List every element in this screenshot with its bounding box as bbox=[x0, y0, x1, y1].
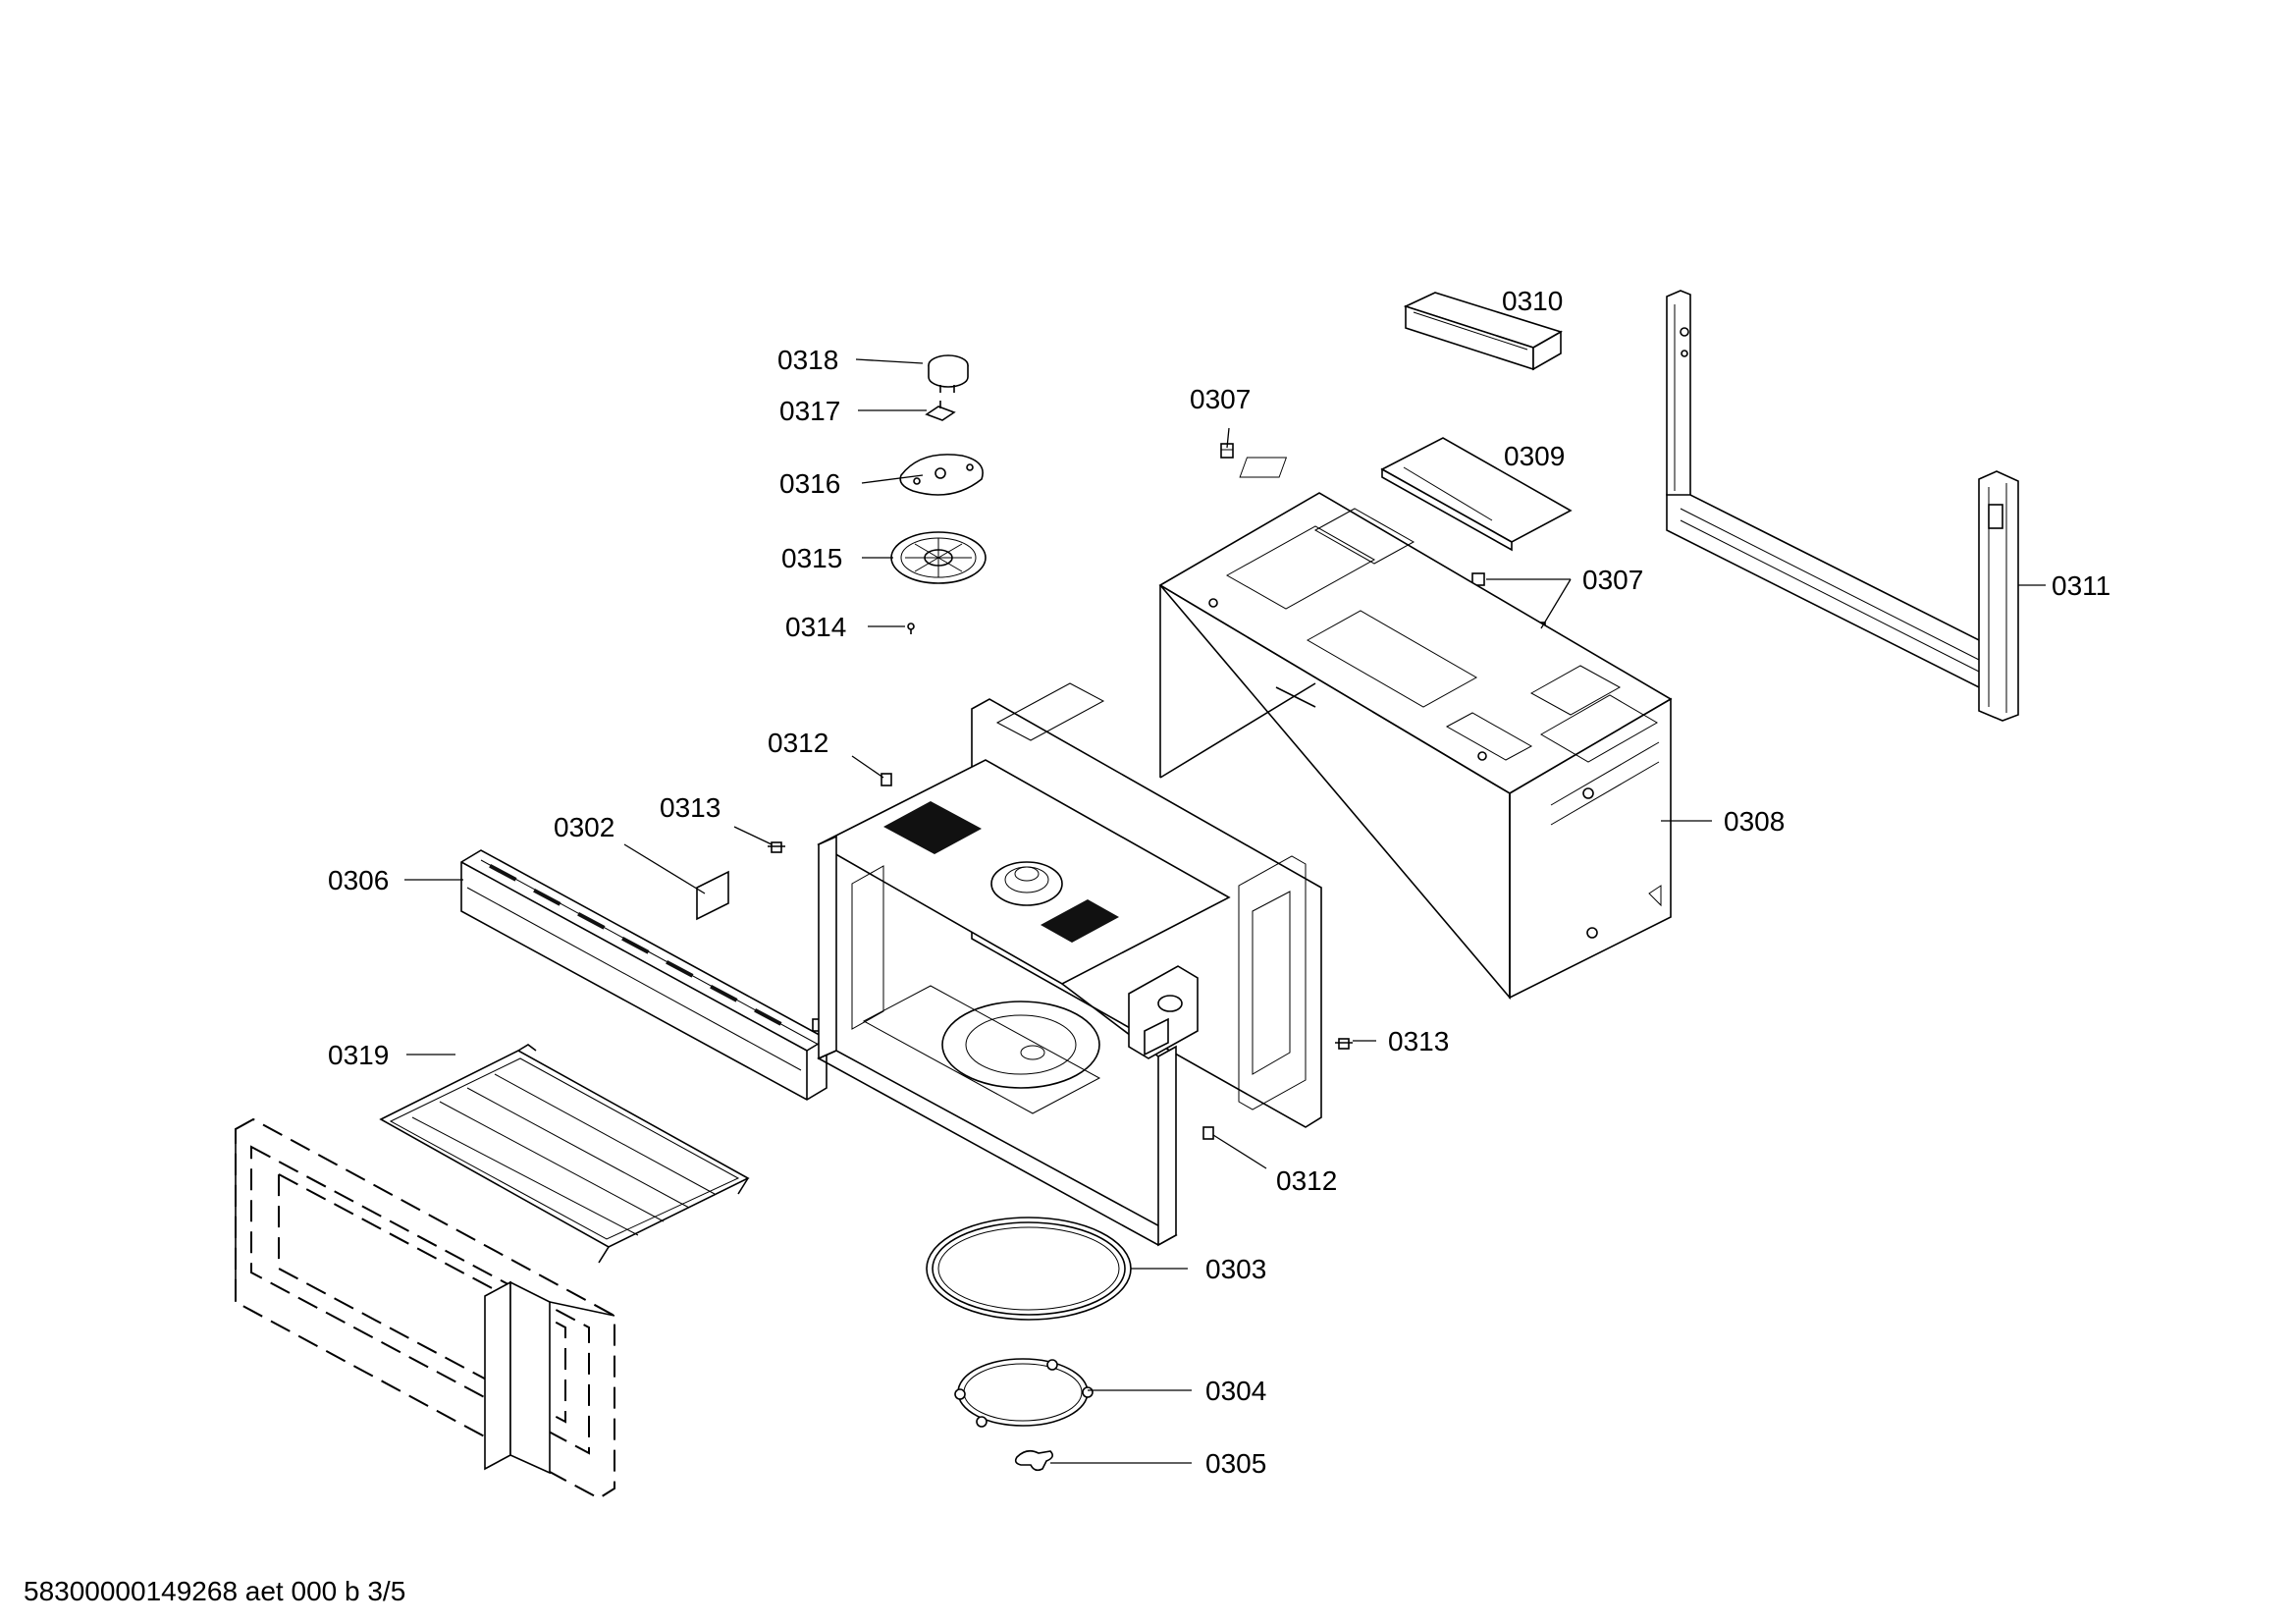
label-0302: 0302 bbox=[554, 812, 614, 842]
label-0317: 0317 bbox=[779, 396, 840, 426]
part-0313-screw-right bbox=[1335, 1038, 1353, 1050]
label-0313-left: 0313 bbox=[660, 792, 721, 823]
part-0303-glass-tray bbox=[926, 1217, 1132, 1321]
label-0315: 0315 bbox=[781, 543, 842, 573]
part-0312-clip-lower bbox=[1202, 1126, 1214, 1140]
part-0309-top-plate bbox=[1239, 437, 1573, 552]
part-0312-clip-upper bbox=[881, 773, 892, 786]
label-0318: 0318 bbox=[777, 345, 838, 375]
part-0310-filter-cover bbox=[1403, 292, 1563, 371]
part-0318-turntable-motor bbox=[928, 354, 969, 393]
part-0302-cover-plate bbox=[696, 870, 729, 921]
part-0311-mounting-bracket bbox=[1666, 290, 2019, 722]
part-0313-screw-left bbox=[768, 841, 785, 853]
part-0304-roller-ring bbox=[954, 1358, 1094, 1428]
label-0309: 0309 bbox=[1504, 441, 1565, 471]
label-0310: 0310 bbox=[1502, 286, 1563, 316]
label-0305: 0305 bbox=[1205, 1448, 1266, 1479]
label-0308: 0308 bbox=[1724, 806, 1785, 837]
label-0307-upper: 0307 bbox=[1190, 384, 1251, 414]
part-0308-outer-wrapper bbox=[1158, 492, 1673, 1001]
label-0303: 0303 bbox=[1205, 1254, 1266, 1284]
part-cavity-assembly bbox=[817, 682, 1322, 1247]
label-0307-lower: 0307 bbox=[1582, 565, 1643, 595]
label-0312-upper: 0312 bbox=[768, 728, 828, 758]
leader-lines bbox=[404, 358, 2046, 1464]
part-0315-stirrer bbox=[890, 531, 987, 584]
part-door-dashed bbox=[235, 1117, 615, 1500]
part-0305-drive-coupler bbox=[1014, 1449, 1054, 1472]
label-0304: 0304 bbox=[1205, 1376, 1266, 1406]
part-0306-vent-grille bbox=[460, 849, 828, 1101]
part-0317-coupler bbox=[925, 401, 956, 421]
footer-doc-id: 58300000149268 aet 000 b 3/5 bbox=[24, 1576, 405, 1606]
label-0319: 0319 bbox=[328, 1040, 389, 1070]
part-0319-cooking-rack bbox=[379, 1044, 750, 1264]
label-0314: 0314 bbox=[785, 612, 846, 642]
label-0306: 0306 bbox=[328, 865, 389, 895]
label-0316: 0316 bbox=[779, 468, 840, 499]
label-0312-lower: 0312 bbox=[1276, 1165, 1337, 1196]
label-0311: 0311 bbox=[2052, 570, 2110, 601]
part-0307-clip-b bbox=[1471, 572, 1485, 586]
label-0313-right: 0313 bbox=[1388, 1026, 1449, 1056]
part-0316-plate bbox=[899, 454, 984, 496]
part-0314-screw bbox=[907, 623, 915, 634]
